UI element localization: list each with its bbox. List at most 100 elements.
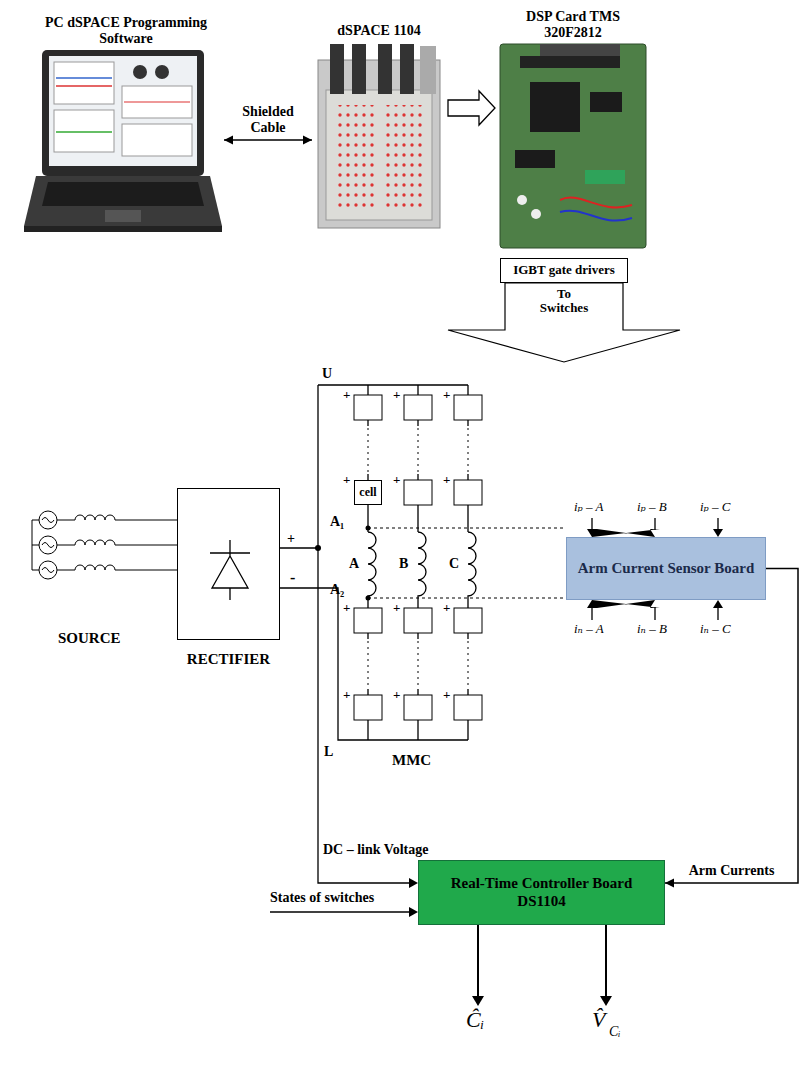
part-label: + — [343, 388, 350, 402]
part-label: DC – link Voltage — [323, 842, 428, 857]
ribbon-cable — [540, 44, 620, 56]
hollow-arrow — [448, 91, 495, 125]
node-label: Real-Time Controller Board DS1104 — [427, 875, 656, 910]
submodule — [404, 480, 432, 505]
pcb — [500, 44, 646, 248]
measurement-line — [368, 528, 565, 598]
submodule — [404, 608, 432, 633]
part-label: SOURCE — [58, 630, 121, 647]
arrow-head — [472, 996, 484, 1006]
connector — [224, 136, 312, 145]
submodule — [404, 395, 432, 420]
wire — [560, 211, 632, 221]
ribbon-cable — [420, 46, 436, 94]
part-label: States of switches — [270, 890, 374, 905]
submodule — [454, 608, 482, 633]
arrow-head — [587, 529, 660, 537]
screen-plot — [122, 86, 192, 118]
part-label: To Switches — [535, 287, 593, 316]
laptop-touchpad — [105, 210, 141, 222]
sensor-board: Arm Current Sensor Board — [566, 537, 766, 600]
screen-gauge — [133, 65, 147, 79]
part-label: + — [443, 688, 450, 702]
part-label: - — [290, 569, 295, 587]
signal-name: iₚ – A — [574, 500, 604, 514]
wire — [32, 520, 39, 570]
part-label: + — [287, 531, 295, 546]
connector-row — [334, 105, 374, 210]
laptop-edge — [24, 226, 222, 232]
screen-plot — [54, 62, 114, 104]
node-label: RECTIFIER — [164, 651, 294, 668]
part-label: + — [393, 473, 400, 487]
output-arrow — [478, 925, 606, 998]
laptop-base — [24, 176, 222, 226]
submodule — [354, 695, 382, 720]
inductor — [57, 540, 178, 545]
signal-name: V̂ — [592, 1008, 605, 1032]
junction-dot — [315, 545, 321, 551]
submodule — [354, 608, 382, 633]
screen-gauge — [155, 65, 169, 79]
pc-picture: PC dSPACE Programming Software — [28, 50, 224, 235]
submodule — [454, 695, 482, 720]
capacitor — [517, 195, 527, 205]
arrow-head — [713, 529, 723, 537]
arrow-head — [713, 600, 723, 608]
node-label: DSP Card TMS 320F2812 — [503, 9, 643, 41]
connector-line — [665, 569, 798, 884]
submodule — [404, 695, 432, 720]
part-label: B — [399, 556, 408, 571]
part-label: A — [349, 556, 359, 571]
inductor — [57, 515, 178, 520]
rectifier-box: RECTIFIER — [177, 488, 280, 640]
part-label: MMC — [392, 752, 431, 769]
part-label: + — [343, 473, 350, 487]
connector-label: Arm Currents — [689, 863, 775, 878]
part-label: U — [322, 366, 332, 381]
part-label: + — [393, 601, 400, 615]
signal-arrow — [270, 911, 411, 913]
dspace-panel — [326, 90, 432, 220]
arrow-head — [409, 878, 418, 888]
arrow-head — [587, 600, 660, 608]
arrow-head — [600, 996, 612, 1006]
plot-trace — [56, 131, 112, 133]
signal-name: iₚ – C — [700, 500, 730, 514]
connector-line — [224, 139, 312, 141]
arrow-head — [224, 136, 233, 145]
part-label: + — [393, 388, 400, 402]
plot-trace — [56, 77, 112, 79]
wire — [560, 198, 632, 208]
header-connector — [520, 56, 620, 68]
part-label: C — [449, 556, 459, 571]
terminal-block — [585, 170, 625, 184]
submodule — [354, 395, 382, 420]
laptop-lid — [42, 50, 204, 176]
signal-name: iₙ – B — [637, 622, 667, 636]
converter-leg — [368, 385, 376, 740]
dc-rail — [280, 385, 468, 883]
part-label: + — [443, 388, 450, 402]
node-label: IGBT gate drivers — [513, 263, 615, 278]
ribbon-cable — [352, 44, 366, 94]
connector-label: Shielded Cable — [233, 104, 303, 135]
signal-name: iₙ – A — [574, 622, 604, 636]
chip — [515, 150, 555, 168]
capacitor — [531, 209, 541, 219]
arrow-head — [409, 907, 418, 917]
cell-box: cell — [354, 480, 382, 505]
part-label: + — [343, 688, 350, 702]
dsp-chip — [530, 82, 580, 132]
signal-name: iₙ – C — [700, 622, 731, 636]
part-label: + — [343, 601, 350, 615]
part-label: + — [393, 688, 400, 702]
converter-leg — [418, 385, 426, 740]
plot-trace — [124, 101, 190, 102]
ribbon-cable — [378, 44, 392, 94]
signal-name: iₚ – B — [637, 500, 667, 514]
ribbon-cable — [400, 44, 414, 94]
laptop-keyboard — [42, 182, 204, 206]
connector — [448, 91, 495, 125]
